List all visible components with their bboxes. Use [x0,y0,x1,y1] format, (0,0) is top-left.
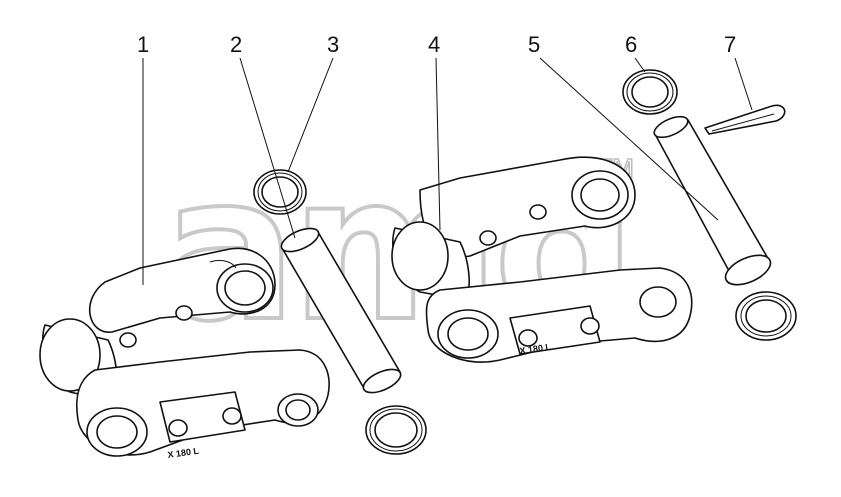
part-2-pin [280,227,402,394]
leader-lines [142,57,753,285]
part-7-cotter-pin [704,104,786,135]
callout-6: 6 [625,32,637,57]
part-4-track-link-right: X 180 L [391,156,693,363]
part-3-seal-ring [253,169,307,215]
part-5-master-pin [653,115,772,286]
callout-2: 2 [230,32,242,57]
part-1-stamp: X 180 L [167,446,200,460]
part-3-seal-ring-lower [365,405,427,455]
callout-4: 4 [428,32,440,57]
callout-7: 7 [724,32,736,57]
callout-5: 5 [528,32,540,57]
callout-labels: 1 2 3 4 5 6 7 [137,32,736,57]
callout-1: 1 [137,32,149,57]
part-4-stamp: X 180 L [519,342,552,356]
part-6-seal-ring-lower [735,291,797,341]
part-1-track-link-left: X 180 L [39,247,330,460]
callout-3: 3 [327,32,339,57]
part-6-seal-ring [622,69,678,115]
